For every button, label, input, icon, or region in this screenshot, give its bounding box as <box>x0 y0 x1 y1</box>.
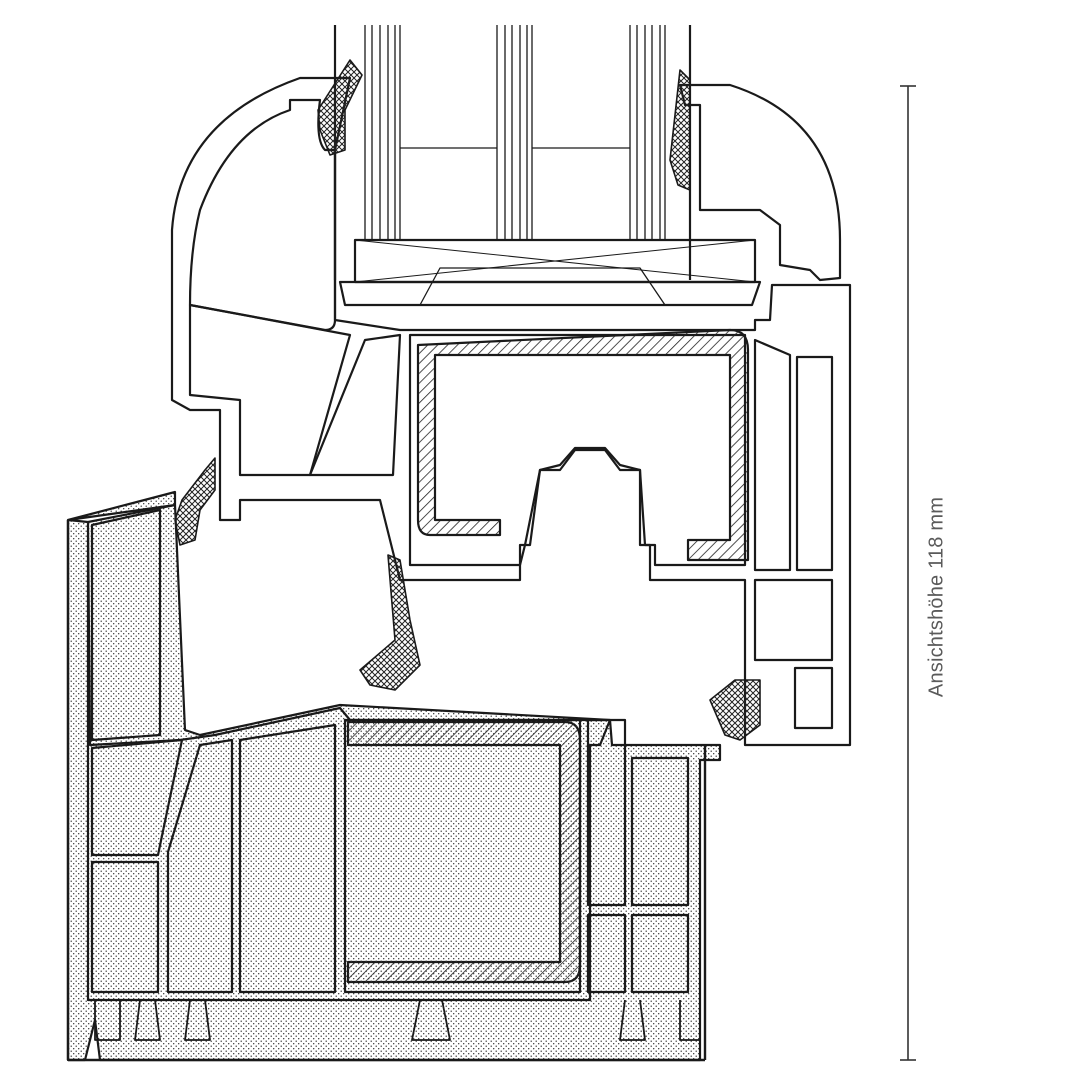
gaskets <box>174 59 761 741</box>
frame-profile <box>66 490 722 1062</box>
glazing <box>333 25 762 307</box>
dimension-line <box>900 85 916 1061</box>
dimension-label: Ansichtshöhe 118 mm <box>925 496 948 698</box>
sash-reinforcement <box>416 328 750 562</box>
